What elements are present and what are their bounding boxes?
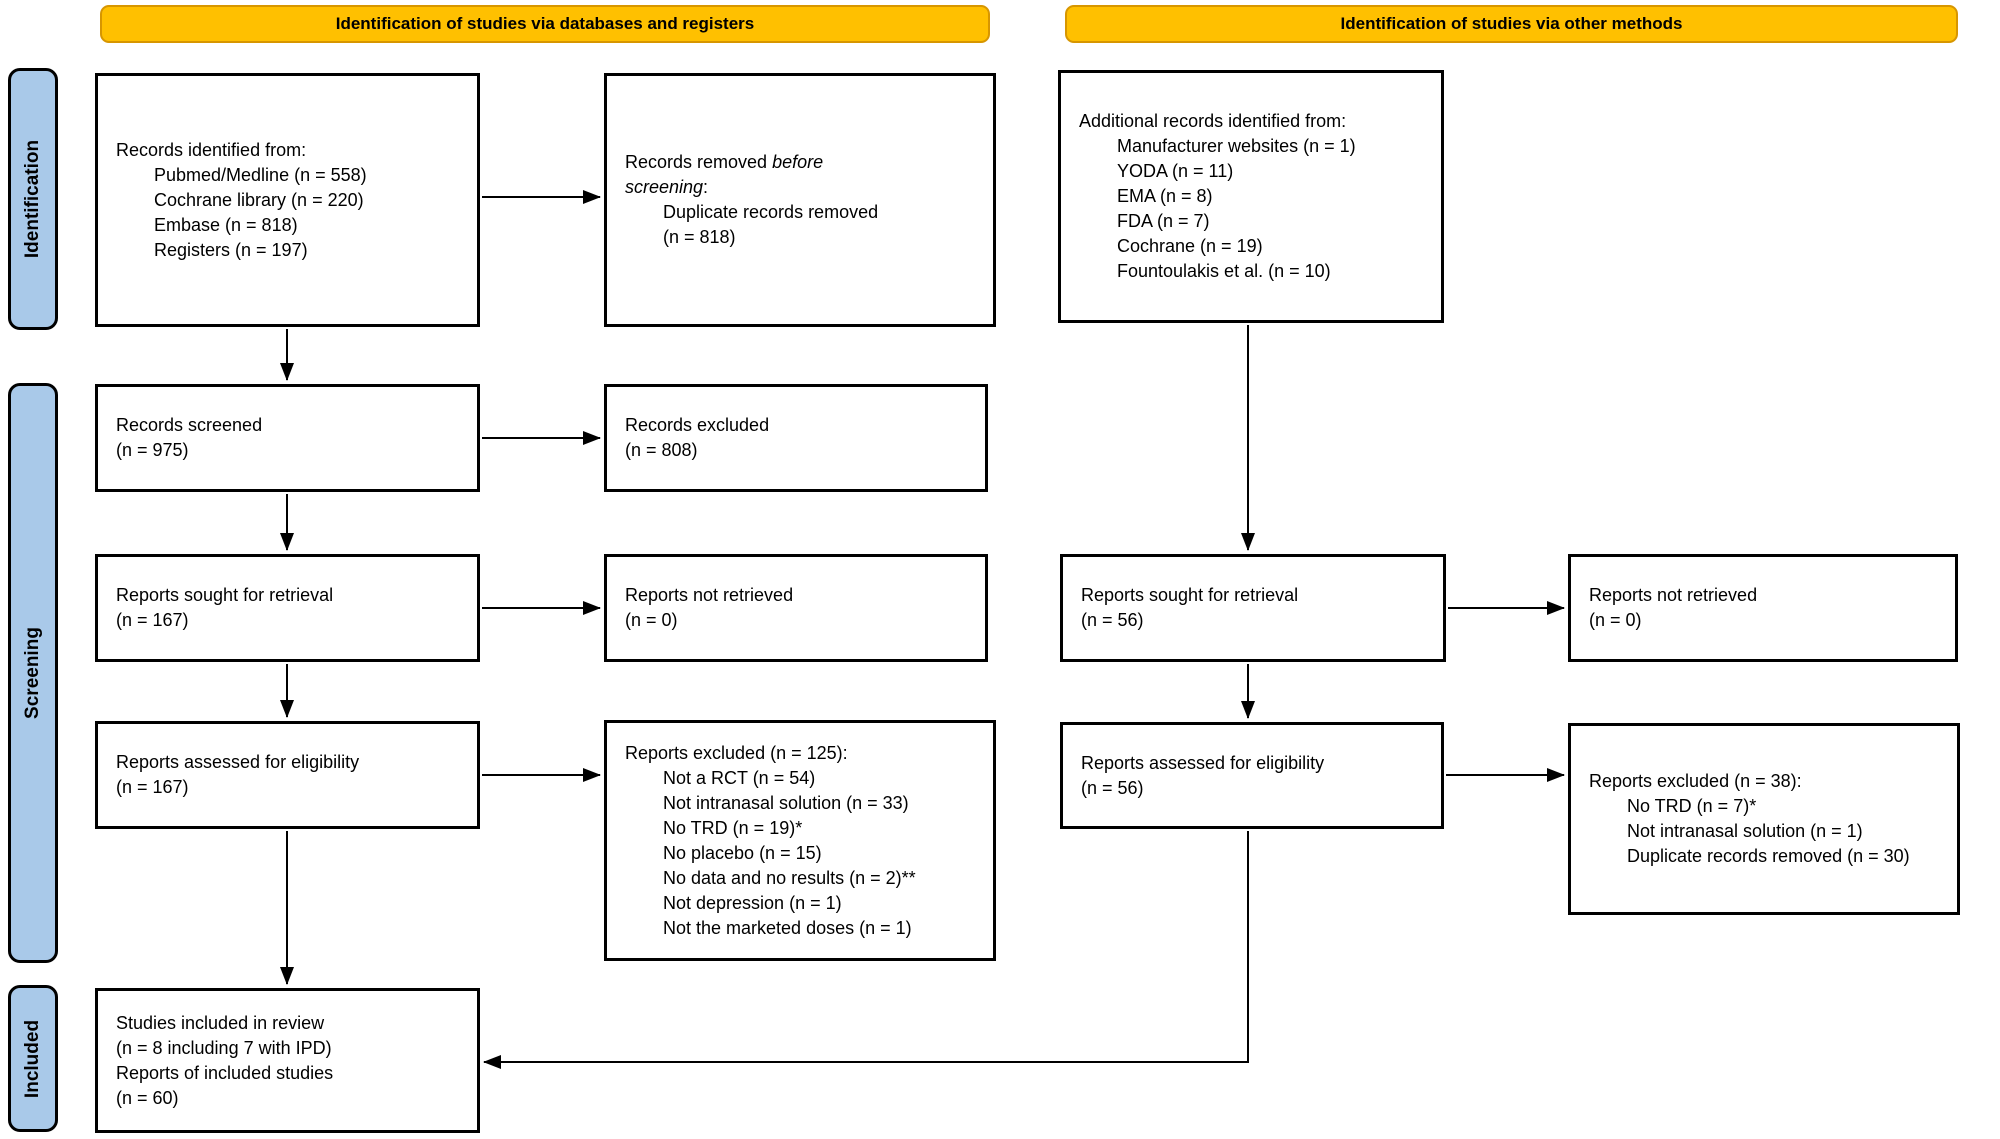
box-records-screened: Records screened (n = 975) [95, 384, 480, 492]
box-line: (n = 0) [625, 610, 678, 630]
box-line: (n = 975) [116, 440, 189, 460]
box-line: Reports sought for retrieval [1081, 585, 1299, 605]
stage-included: Included [8, 985, 58, 1132]
banner-databases-registers: Identification of studies via databases … [100, 5, 990, 43]
box-line: Records removed before [625, 152, 824, 172]
box-records-removed: Records removed before screening: Duplicat… [604, 73, 996, 327]
box-line: Reports excluded (n = 125): [625, 742, 848, 763]
box-line: Embase (n = 818) [154, 214, 298, 235]
box-reports-assessed-other: Reports assessed for eligibility (n = 56) [1060, 722, 1444, 829]
box-line: No TRD (n = 7)* [1627, 796, 1757, 816]
box-line: (n = 60) [116, 1087, 179, 1108]
box-line: (n = 56) [1081, 610, 1144, 630]
stage-screening-label: Screening [22, 627, 43, 719]
box-line: Pubmed/Medline (n = 558) [154, 164, 367, 185]
box-line: EMA (n = 8) [1117, 186, 1213, 206]
box-line: Duplicate records removed (n = 30) [1627, 846, 1910, 866]
box-reports-not-retrieved-other: Reports not retrieved (n = 0) [1568, 554, 1958, 662]
box-line: Not a RCT (n = 54) [663, 767, 816, 788]
box-line: screening: [625, 177, 709, 197]
stage-identification: Identification [8, 68, 58, 330]
box-line: FDA (n = 7) [1117, 211, 1210, 231]
box-line: Records excluded [625, 415, 770, 435]
box-line: Cochrane library (n = 220) [154, 189, 364, 210]
box-line: Studies included in review [116, 1012, 325, 1033]
box-line: Reports not retrieved [625, 585, 794, 605]
stage-identification-label: Identification [22, 139, 44, 259]
stage-screening: Screening [8, 383, 58, 963]
box-line: Reports assessed for eligibility [1081, 752, 1325, 773]
box-line: Duplicate records removed [663, 202, 879, 222]
box-records-identified: Records identified from: Pubmed/Medline (… [95, 73, 480, 327]
box-line: Fountoulakis et al. (n = 10) [1117, 261, 1331, 281]
box-line: Manufacturer websites (n = 1) [1117, 136, 1356, 156]
box-line: Reports sought for retrieval [116, 585, 334, 605]
box-reports-sought-databases: Reports sought for retrieval (n = 167) [95, 554, 480, 662]
box-line: Not intranasal solution (n = 1) [1627, 821, 1863, 841]
box-reports-excluded-other: Reports excluded (n = 38): No TRD (n = 7)… [1568, 723, 1960, 915]
box-line: Not intranasal solution (n = 33) [663, 792, 909, 813]
box-line: Additional records identified from: [1079, 111, 1347, 131]
banner-databases-registers-label: Identification of studies via databases … [335, 14, 755, 33]
box-line: Not the marketed doses (n = 1) [663, 917, 912, 938]
box-reports-excluded-databases: Reports excluded (n = 125): Not a RCT (n … [604, 720, 996, 961]
box-line: Reports assessed for eligibility [116, 752, 360, 772]
box-line: (n = 167) [116, 777, 189, 797]
box-line: Records screened [116, 415, 263, 435]
box-line: (n = 0) [1589, 610, 1642, 630]
box-additional-records: Additional records identified from: Manuf… [1058, 70, 1444, 323]
box-line: (n = 167) [116, 610, 189, 630]
box-records-excluded: Records excluded (n = 808) [604, 384, 988, 492]
banner-other-methods: Identification of studies via other meth… [1065, 5, 1958, 43]
box-line: (n = 808) [625, 440, 698, 460]
box-line: No data and no results (n = 2)** [663, 867, 916, 888]
box-line: Reports not retrieved [1589, 585, 1758, 605]
box-line: Registers (n = 197) [154, 239, 308, 260]
box-line: Records identified from: [116, 139, 307, 160]
box-line: (n = 8 including 7 with IPD) [116, 1037, 332, 1058]
box-reports-sought-other: Reports sought for retrieval (n = 56) [1060, 554, 1446, 662]
box-line: Not depression (n = 1) [663, 892, 842, 913]
box-reports-assessed-databases: Reports assessed for eligibility (n = 167… [95, 721, 480, 829]
box-line: No placebo (n = 15) [663, 842, 822, 863]
box-line: No TRD (n = 19)* [663, 817, 803, 838]
box-line: Reports of included studies [116, 1062, 334, 1083]
box-line: YODA (n = 11) [1117, 161, 1234, 181]
box-line: Cochrane (n = 19) [1117, 236, 1263, 256]
stage-included-label: Included [22, 1019, 43, 1098]
banner-other-methods-label: Identification of studies via other meth… [1340, 14, 1683, 33]
box-reports-not-retrieved-databases: Reports not retrieved (n = 0) [604, 554, 988, 662]
box-line: Reports excluded (n = 38): [1589, 771, 1802, 791]
box-line: (n = 818) [663, 227, 736, 247]
box-line: (n = 56) [1081, 777, 1144, 798]
box-studies-included: Studies included in review (n = 8 includi… [95, 988, 480, 1133]
